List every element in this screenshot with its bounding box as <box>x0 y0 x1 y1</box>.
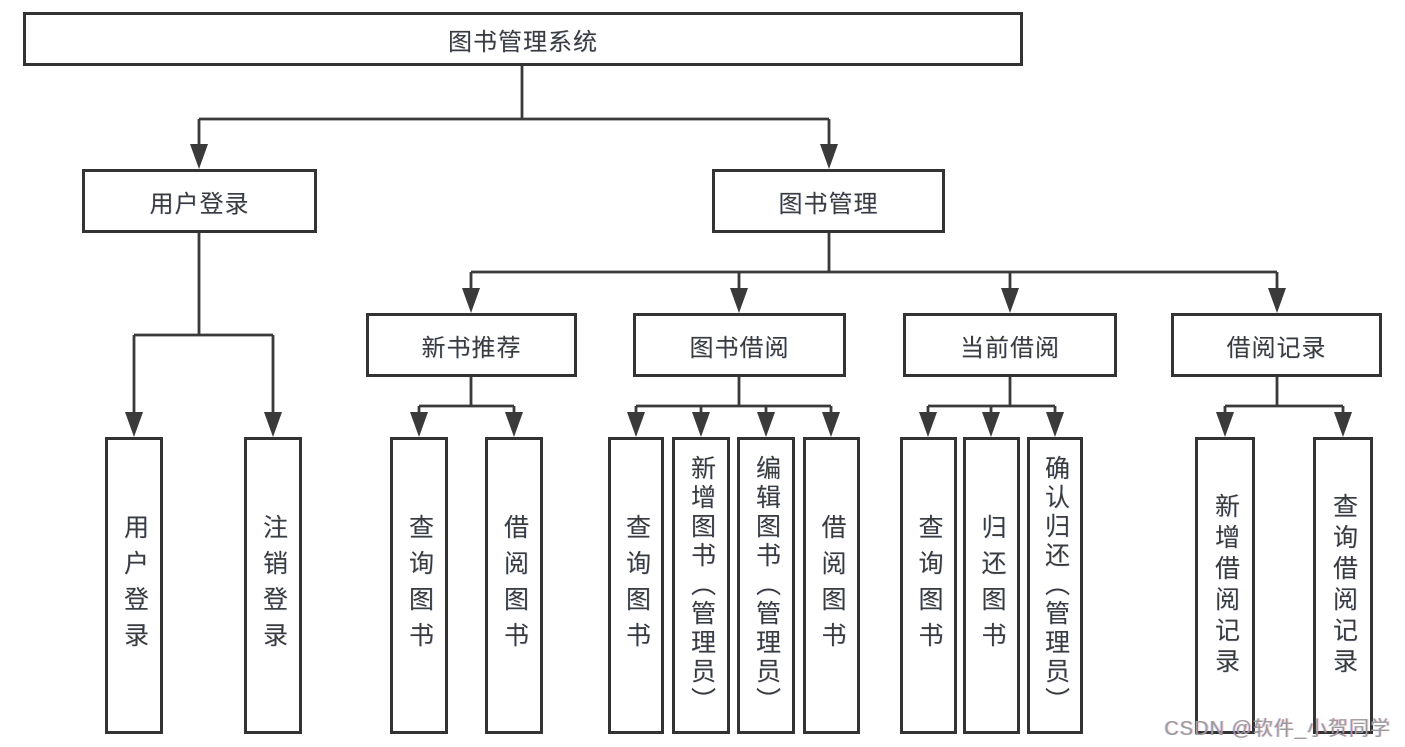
leaf-label: 借阅图书 <box>500 513 529 658</box>
watermark-text: CSDN @软件_小贺同学 <box>1164 718 1391 740</box>
leaf-label: 查询借阅记录 <box>1329 492 1358 679</box>
leaf-label: 确认归还（管理员） <box>1041 455 1070 716</box>
node-leaf-borrow-book-1: 借阅图书 <box>485 437 543 734</box>
connector-book-borrow-to-leaves <box>627 377 840 437</box>
connector-user-login-to-leaves <box>125 233 282 437</box>
leaf-label: 归还图书 <box>978 513 1006 658</box>
leaf-label: 新增借阅记录 <box>1211 492 1240 679</box>
leaf-label: 查询图书 <box>915 513 943 658</box>
node-leaf-query-book-2: 查询图书 <box>608 437 664 734</box>
leaf-label: 编辑图书（管理员） <box>752 455 781 716</box>
node-book-borrow: 图书借阅 <box>633 313 846 377</box>
connector-book-management-to-level3 <box>462 233 1286 313</box>
node-leaf-query-borrow-record: 查询借阅记录 <box>1313 437 1373 734</box>
node-leaf-return-book: 归还图书 <box>963 437 1020 734</box>
node-leaf-query-book-3: 查询图书 <box>900 437 957 734</box>
connector-root-to-level2 <box>190 65 838 169</box>
connector-borrow-records-to-leaves <box>1216 377 1352 437</box>
leaf-label: 注销登录 <box>259 513 288 658</box>
node-leaf-confirm-return-admin: 确认归还（管理员） <box>1027 437 1083 734</box>
node-current-borrow: 当前借阅 <box>903 313 1117 377</box>
leaf-label: 用户登录 <box>120 513 149 658</box>
leaf-label: 查询图书 <box>622 513 651 658</box>
node-leaf-add-book-admin: 新增图书（管理员） <box>672 437 730 734</box>
node-borrow-records: 借阅记录 <box>1171 313 1382 377</box>
node-leaf-logout: 注销登录 <box>244 437 302 734</box>
node-user-login: 用户登录 <box>82 169 317 233</box>
node-leaf-edit-book-admin: 编辑图书（管理员） <box>737 437 795 734</box>
connector-current-borrow-to-leaves <box>919 377 1064 437</box>
node-book-management: 图书管理 <box>712 169 945 233</box>
leaf-label: 查询图书 <box>405 513 434 658</box>
leaf-label: 借阅图书 <box>818 513 846 658</box>
node-root-library-management-system: 图书管理系统 <box>23 12 1023 66</box>
leaf-label: 新增图书（管理员） <box>687 455 716 716</box>
node-new-book-recommend: 新书推荐 <box>366 313 577 377</box>
connector-new-book-recommend-to-leaves <box>410 377 523 437</box>
node-leaf-query-book-1: 查询图书 <box>390 437 448 734</box>
node-leaf-borrow-book-2: 借阅图书 <box>803 437 860 734</box>
node-leaf-user-login: 用户登录 <box>105 437 163 734</box>
node-leaf-add-borrow-record: 新增借阅记录 <box>1195 437 1255 734</box>
